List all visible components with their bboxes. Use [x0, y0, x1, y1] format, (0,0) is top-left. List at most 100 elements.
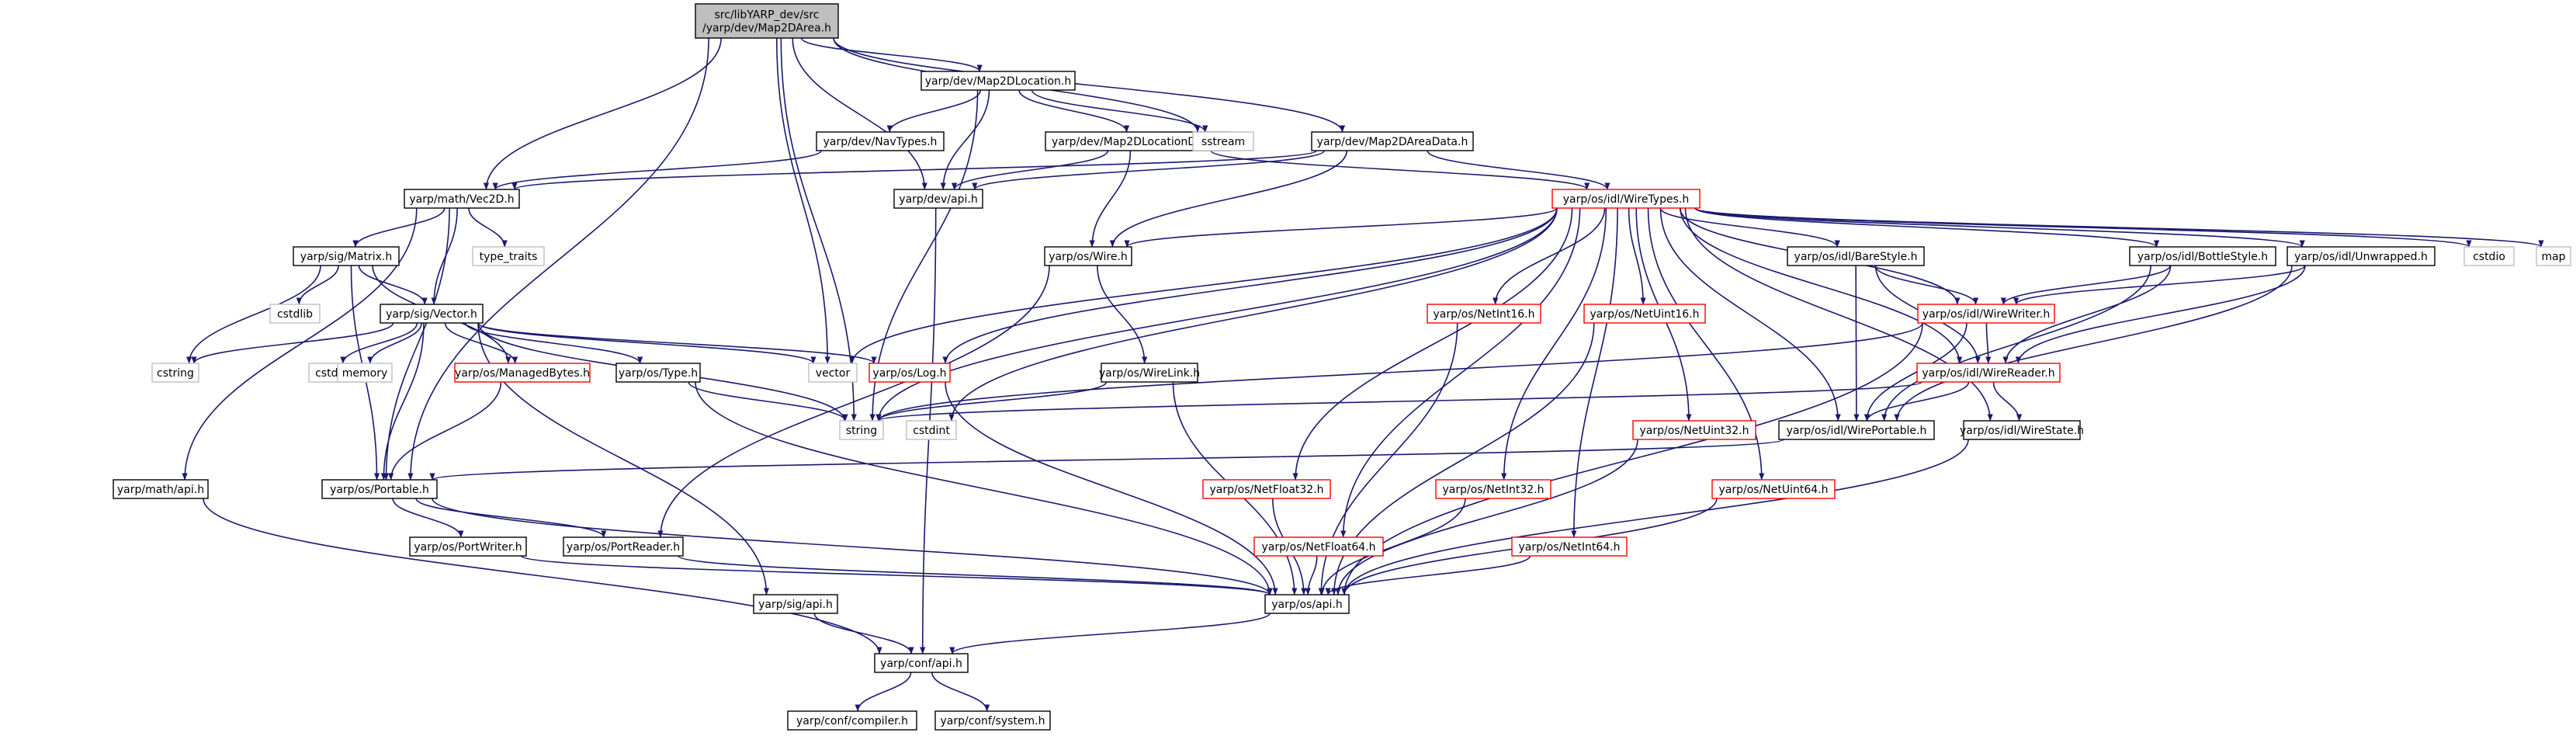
edge-map2dlocation-to-devapi	[940, 89, 990, 190]
node-portwriter[interactable]: yarp/os/PortWriter.h	[409, 536, 527, 557]
node-label: yarp/dev/Map2DAreaData.h	[1317, 136, 1468, 148]
node-matrix[interactable]: yarp/sig/Matrix.h	[293, 246, 400, 266]
edge-vec2d-to-mathapi	[182, 207, 418, 481]
node-netuint16[interactable]: yarp/os/NetUint16.h	[1583, 304, 1706, 324]
node-box	[1264, 594, 1350, 614]
edge-map2dlocation-to-map2dlocationdata	[1018, 89, 1130, 133]
edge-unwrapped-to-wirewriter	[2013, 265, 2306, 305]
node-box	[906, 420, 957, 440]
node-confapi[interactable]: yarp/conf/api.h	[874, 653, 969, 673]
edge-wirewriter-to-wirereader	[1985, 322, 1992, 364]
node-netint64[interactable]: yarp/os/NetInt64.h	[1511, 536, 1628, 557]
node-box	[1192, 131, 1254, 151]
node-box	[337, 363, 393, 383]
edge-vec2d-to-matrix	[352, 207, 446, 248]
node-label: yarp/dev/api.h	[899, 193, 977, 206]
node-wirelink[interactable]: yarp/os/WireLink.h	[1099, 363, 1200, 383]
node-type_h[interactable]: yarp/os/Type.h	[615, 363, 701, 383]
node-wirewriter[interactable]: yarp/os/idl/WireWriter.h	[1917, 304, 2055, 324]
node-label: yarp/os/Log.h	[872, 367, 946, 380]
node-netuint64[interactable]: yarp/os/NetUint64.h	[1711, 479, 1836, 499]
node-sigapi[interactable]: yarp/sig/api.h	[753, 594, 838, 614]
node-wire[interactable]: yarp/os/Wire.h	[1044, 246, 1132, 266]
node-vec2d[interactable]: yarp/math/Vec2D.h	[404, 189, 520, 209]
node-label: yarp/os/NetFloat64.h	[1261, 541, 1375, 554]
edge-wireportable-to-portable	[430, 439, 1784, 481]
edge-vector_h-to-cstring	[191, 322, 394, 364]
node-label: yarp/os/idl/Unwrapped.h	[2294, 251, 2428, 263]
node-map2dlocation[interactable]: yarp/dev/Map2DLocation.h	[920, 71, 1076, 91]
edge-wire-to-portreader	[657, 265, 1050, 538]
edge-wiretypes-to-string	[875, 207, 1558, 422]
edge-wiretypes-to-netuint16	[1628, 207, 1646, 305]
node-bottlestyle[interactable]: yarp/os/idl/BottleStyle.h	[2129, 246, 2276, 266]
edge-bottlestyle-to-wireportable	[1881, 265, 2151, 422]
edge-vector_h-to-log	[477, 322, 877, 364]
node-unwrapped[interactable]: yarp/os/idl/Unwrapped.h	[2287, 246, 2436, 266]
node-system[interactable]: yarp/conf/system.h	[934, 710, 1051, 731]
edge-map2dareadata-to-devapi	[972, 150, 1326, 190]
node-label: yarp/math/Vec2D.h	[409, 193, 514, 206]
node-box	[269, 304, 321, 324]
edge-map2darea-to-vec2d	[483, 37, 722, 190]
node-netint16[interactable]: yarp/os/NetInt16.h	[1427, 304, 1541, 324]
node-box	[808, 363, 858, 383]
node-map2darea[interactable]: src/libYARP_dev/src/yarp/dev/Map2DArea.h	[695, 3, 839, 39]
node-map2dareadata[interactable]: yarp/dev/Map2DAreaData.h	[1311, 131, 1474, 151]
edge-type_h-to-osapi	[695, 381, 1273, 595]
node-cstdio: cstdio	[2463, 246, 2515, 266]
node-vector_h[interactable]: yarp/sig/Vector.h	[380, 304, 484, 324]
node-compiler[interactable]: yarp/conf/compiler.h	[787, 710, 917, 731]
node-portable[interactable]: yarp/os/Portable.h	[321, 479, 438, 499]
edge-unwrapped-to-wireportable	[1894, 265, 2293, 422]
node-label: yarp/os/Wire.h	[1049, 251, 1128, 263]
node-box	[816, 131, 945, 151]
node-label: yarp/dev/Map2DLocation.h	[925, 75, 1072, 88]
node-box	[1044, 246, 1132, 266]
edge-wirereader-to-wireportable	[1864, 381, 1970, 422]
edge-osapi-to-confapi	[949, 613, 1271, 654]
node-label: yarp/math/api.h	[117, 484, 204, 496]
node-label: yarp/os/NetUint32.h	[1639, 425, 1749, 437]
node-mathapi[interactable]: yarp/math/api.h	[113, 479, 209, 499]
node-label: type_traits	[480, 251, 538, 263]
node-netfloat64[interactable]: yarp/os/NetFloat64.h	[1253, 536, 1384, 557]
edge-matrix-to-cstring	[186, 265, 321, 364]
edge-mathapi-to-confapi	[203, 498, 882, 654]
node-box	[2536, 246, 2571, 266]
node-label: yarp/conf/api.h	[880, 658, 962, 670]
node-osapi[interactable]: yarp/os/api.h	[1264, 594, 1350, 614]
node-box	[787, 710, 917, 731]
node-label: yarp/os/WireLink.h	[1099, 367, 1200, 380]
node-barestyle[interactable]: yarp/os/idl/BareStyle.h	[1787, 246, 1925, 266]
node-box	[1202, 479, 1331, 499]
edge-wiretypes-to-cstdio	[1694, 207, 2472, 248]
node-wiretypes[interactable]: yarp/os/idl/WireTypes.h	[1551, 189, 1701, 209]
node-netuint32[interactable]: yarp/os/NetUint32.h	[1632, 420, 1756, 440]
node-label: yarp/os/idl/WireReader.h	[1922, 367, 2054, 380]
node-netfloat32[interactable]: yarp/os/NetFloat32.h	[1202, 479, 1331, 499]
node-wirereader[interactable]: yarp/os/idl/WireReader.h	[1916, 363, 2061, 383]
edge-map2dlocationdata-to-wire	[1089, 150, 1132, 248]
node-wirestate[interactable]: yarp/os/idl/WireState.h	[1960, 420, 2084, 440]
node-managedbytes[interactable]: yarp/os/ManagedBytes.h	[454, 363, 591, 383]
node-label: yarp/conf/system.h	[941, 715, 1045, 727]
edge-wire-to-wirelink	[1097, 265, 1148, 364]
node-label: yarp/dev/NavTypes.h	[823, 136, 938, 148]
edge-wiretypes-to-bottlestyle	[1694, 207, 2159, 248]
edge-wiretypes-to-wirereader	[1680, 207, 1963, 364]
node-log[interactable]: yarp/os/Log.h	[868, 363, 951, 383]
edge-confapi-to-compiler	[855, 672, 912, 712]
node-navtypes[interactable]: yarp/dev/NavTypes.h	[816, 131, 945, 151]
node-wireportable[interactable]: yarp/os/idl/WirePortable.h	[1778, 420, 1935, 440]
node-label: /yarp/dev/Map2DArea.h	[702, 23, 831, 35]
node-sstream: sstream	[1192, 131, 1254, 151]
node-box	[1778, 420, 1935, 440]
node-box	[920, 71, 1076, 91]
node-devapi[interactable]: yarp/dev/api.h	[893, 189, 983, 209]
edge-portable-to-osapi	[432, 498, 1273, 595]
node-label: yarp/os/PortWriter.h	[414, 541, 522, 554]
edge-matrix-to-vector_h	[358, 265, 428, 305]
node-netint32[interactable]: yarp/os/NetInt32.h	[1435, 479, 1551, 499]
node-portreader[interactable]: yarp/os/PortReader.h	[563, 536, 684, 557]
